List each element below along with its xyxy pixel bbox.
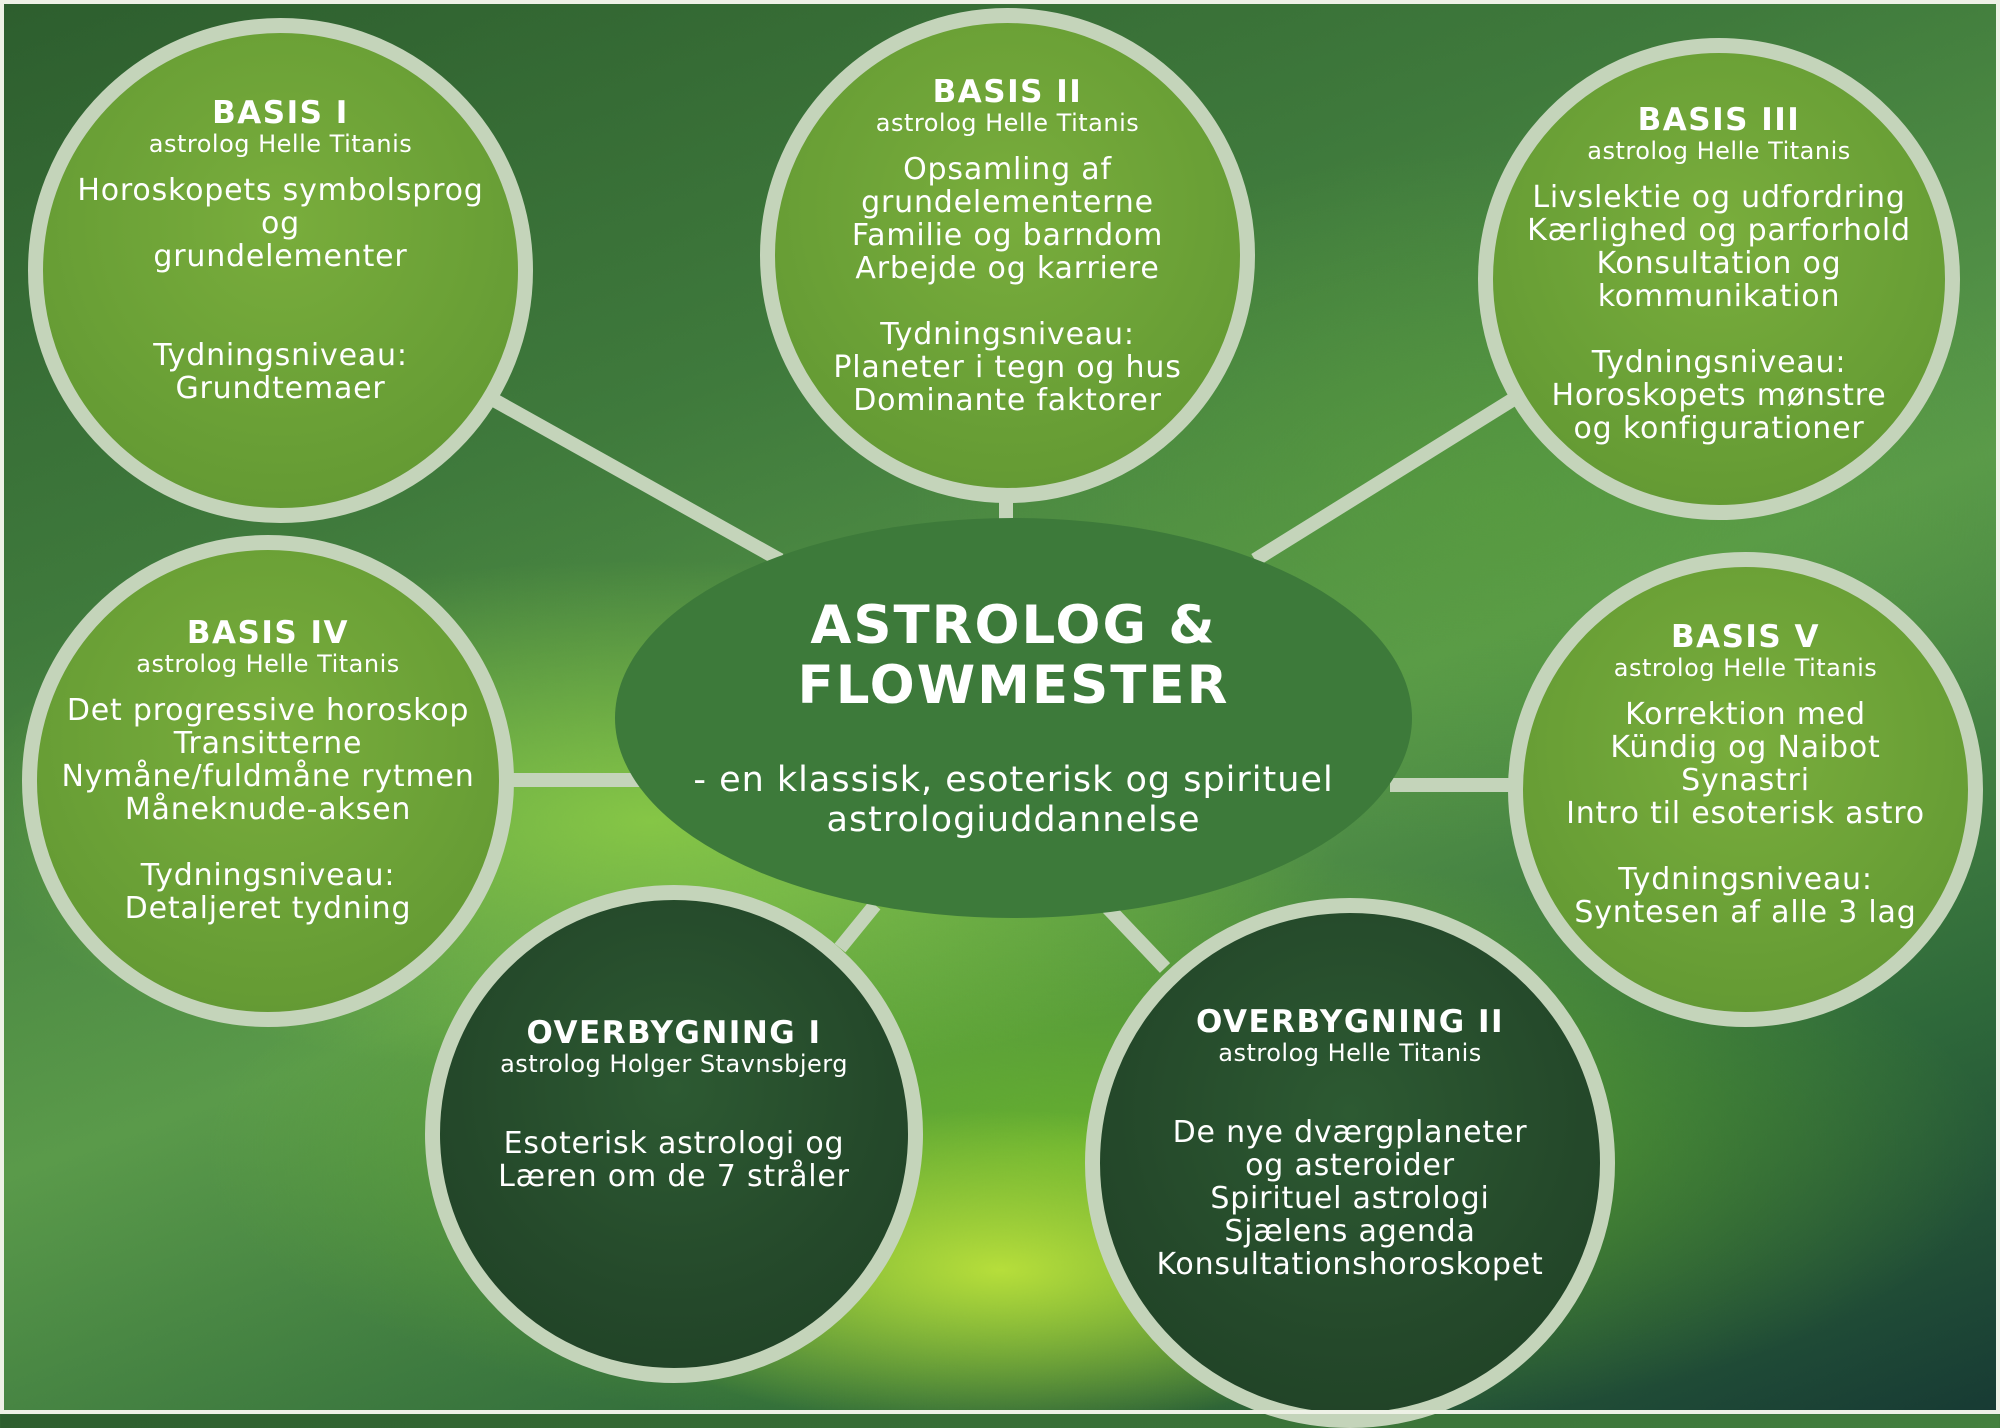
module-teacher: astrolog Helle Titanis [1218, 1039, 1482, 1067]
module-title: OVERBYGNING II [1195, 1004, 1505, 1040]
module-topic: Arbejde og karriere [855, 250, 1160, 286]
module-topic: Sjælens agenda [1224, 1214, 1476, 1249]
module-topic: Intro til esoterisk astro [1566, 796, 1925, 831]
module-topic: Det progressive horoskop [66, 692, 470, 728]
module-basis-1: BASIS I astrolog Helle Titanis Horoskope… [28, 18, 533, 523]
module-title: OVERBYGNING I [526, 1014, 822, 1051]
module-level: og konfigurationer [1573, 411, 1865, 446]
module-title: BASIS III [1637, 102, 1801, 138]
center-title-line: ASTROLOG & [810, 595, 1217, 656]
module-level: Grundtemaer [175, 371, 386, 406]
connector-basis-1 [481, 388, 784, 567]
center-title-ellipse: ASTROLOG & FLOWMESTER - en klassisk, eso… [615, 518, 1412, 918]
module-topic: kommunikation [1597, 279, 1841, 314]
module-teacher: astrolog Helle Titanis [136, 649, 400, 678]
connector-overbygning-2 [1102, 903, 1171, 973]
module-overbygning-2: OVERBYGNING II astrolog Helle Titanis De… [1085, 898, 1615, 1428]
module-topic: Opsamling af [903, 151, 1112, 187]
module-topic: og [261, 206, 300, 241]
module-topic: Livslektie og udfordring [1532, 180, 1906, 215]
connector-basis-3 [1251, 386, 1529, 566]
module-title: BASIS II [932, 73, 1083, 110]
module-title: BASIS V [1670, 619, 1821, 655]
module-level: Dominante faktorer [853, 382, 1162, 418]
center-subtitle-line: - en klassisk, esoterisk og spirituel [693, 760, 1334, 800]
module-topic: Esoterisk astrologi og [503, 1125, 845, 1161]
module-teacher: astrolog Helle Titanis [1587, 137, 1851, 165]
module-topic: Konsultation og [1596, 246, 1842, 281]
module-topic: Transitterne [173, 725, 363, 761]
module-topic: Horoskopets symbolsprog [77, 173, 484, 208]
module-teacher: astrolog Holger Stavnsbjerg [500, 1049, 848, 1078]
module-topic: og asteroider [1245, 1148, 1455, 1183]
module-topic: Nymåne/fuldmåne rytmen [61, 758, 475, 794]
module-topic: Kündig og Naibot [1610, 730, 1881, 765]
module-topic: Måneknude-aksen [124, 791, 412, 827]
module-basis-4: BASIS IV astrolog Helle Titanis Det prog… [22, 535, 514, 1027]
module-title: BASIS IV [186, 614, 350, 651]
module-level-label: Tydningsniveau: [1618, 862, 1873, 897]
module-level-label: Tydningsniveau: [153, 338, 408, 373]
module-overbygning-1: OVERBYGNING I astrolog Holger Stavnsbjer… [425, 885, 923, 1383]
module-topic: grundelementer [153, 239, 408, 274]
module-level: Syntesen af alle 3 lag [1574, 895, 1917, 930]
module-basis-2: BASIS II astrolog Helle Titanis Opsamlin… [760, 8, 1255, 503]
module-basis-5: BASIS V astrolog Helle Titanis Korrektio… [1508, 552, 1983, 1027]
module-level-label: Tydningsniveau: [140, 857, 396, 893]
connector-overbygning-1 [834, 900, 881, 953]
module-topic: Konsultationshoroskopet [1156, 1247, 1544, 1282]
module-topic: Synastri [1681, 763, 1810, 798]
module-level: Detaljeret tydning [124, 890, 412, 926]
module-level-label: Tydningsniveau: [880, 316, 1135, 352]
center-title-line: FLOWMESTER [797, 655, 1230, 716]
module-topic: Familie og barndom [851, 217, 1164, 253]
module-level-label: Tydningsniveau: [1591, 345, 1847, 380]
center-subtitle-line: astrologiuddannelse [826, 800, 1201, 840]
module-topic: De nye dværgplaneter [1172, 1115, 1528, 1150]
module-topic: Spirituel astrologi [1210, 1181, 1490, 1216]
module-topic: Kærlighed og parforhold [1527, 213, 1911, 248]
module-level: Planeter i tegn og hus [833, 349, 1182, 385]
module-title: BASIS I [212, 95, 349, 131]
module-teacher: astrolog Helle Titanis [1613, 654, 1878, 682]
module-level: Horoskopets mønstre [1551, 378, 1887, 413]
module-topic: grundelementerne [861, 184, 1154, 220]
module-basis-3: BASIS III astrolog Helle Titanis Livslek… [1478, 38, 1960, 520]
module-teacher: astrolog Helle Titanis [875, 108, 1140, 137]
module-teacher: astrolog Helle Titanis [148, 130, 413, 158]
module-topic: Korrektion med [1625, 697, 1866, 732]
module-topic: Læren om de 7 stråler [498, 1158, 850, 1194]
